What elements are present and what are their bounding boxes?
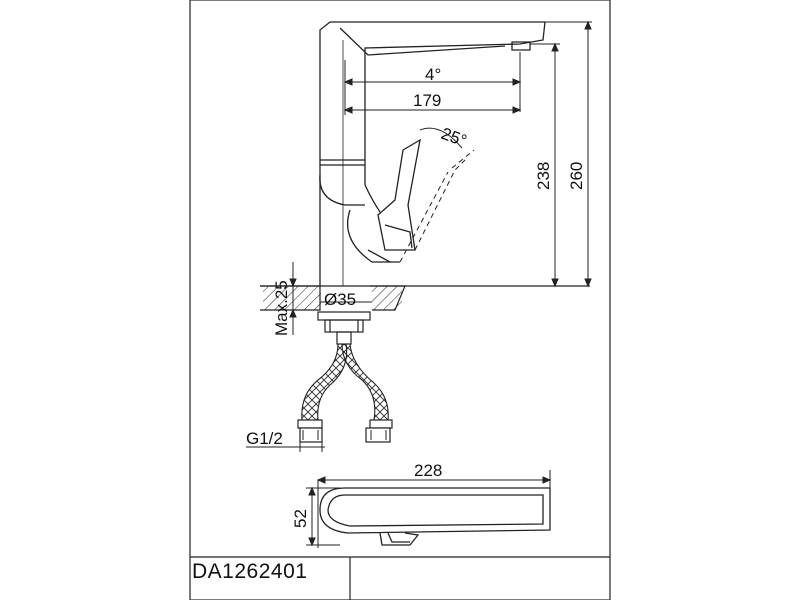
lever-angle-label: 25° xyxy=(439,124,470,151)
total-height-label: 260 xyxy=(567,162,586,190)
max-deck-label: Max.25 xyxy=(272,280,291,336)
body-diameter-label: Ø35 xyxy=(324,290,356,309)
spout-dimension-lines xyxy=(343,52,522,115)
spout-height-label: 238 xyxy=(534,162,553,190)
spout-reach-label: 179 xyxy=(413,91,441,110)
spout-angle-label: 4° xyxy=(425,65,441,84)
top-view-dimension-lines xyxy=(306,470,552,548)
faucet-side-view xyxy=(319,21,546,286)
lever-swing-indicator xyxy=(399,149,475,263)
faucet-top-view xyxy=(319,487,551,546)
braided-hoses xyxy=(297,343,393,443)
countertop-section xyxy=(260,285,590,311)
product-code: DA1262401 xyxy=(192,560,308,583)
mounting-hardware xyxy=(317,311,371,345)
deck-dimension-lines xyxy=(289,262,372,335)
lever-angle-arc xyxy=(419,127,463,149)
thread-dimension-line xyxy=(246,440,325,452)
drawing-frame xyxy=(189,0,611,600)
height-dimension-lines xyxy=(530,20,592,288)
top-width-label: 52 xyxy=(291,509,310,528)
thread-label: G1/2 xyxy=(246,429,283,448)
top-length-label: 228 xyxy=(414,461,442,480)
